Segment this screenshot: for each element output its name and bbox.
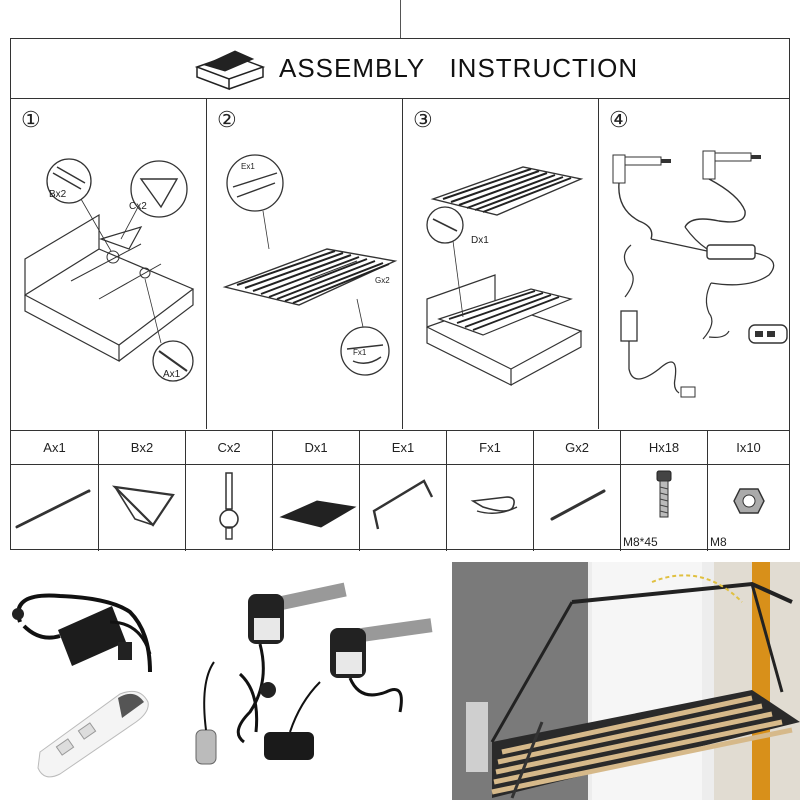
part-hx18: Hx18 M8*45 (620, 431, 707, 551)
part-bx2: Bx2 (98, 431, 185, 551)
part-ax1: Ax1 (11, 431, 98, 551)
step-3-label-d: Dx1 (471, 235, 489, 246)
gas-strut-rod-icon (15, 489, 91, 530)
part-dx1: Dx1 (272, 431, 359, 551)
part-ix10: Ix10 M8 (707, 431, 789, 551)
step-1-label-c: Cx2 (129, 201, 147, 212)
step-1: ① Bx2 Cx2 (11, 99, 206, 429)
bed-icon (194, 50, 266, 91)
part-label: Ex1 (360, 431, 446, 465)
step-1-label-b: Bx2 (49, 189, 67, 200)
step-2-label-g: Gx2 (375, 276, 390, 285)
nut-icon (733, 488, 765, 514)
u-handle-icon (372, 479, 434, 530)
control-box-photo (0, 562, 190, 800)
step-number: ④ (609, 107, 629, 132)
top-divider (400, 0, 401, 38)
step-1-bed-diagram: Bx2 Cx2 Ax1 (24, 158, 195, 382)
part-label: Hx18 (621, 431, 707, 465)
step-3: ③ Dx1 (402, 99, 598, 429)
sheet-header: ASSEMBLY INSTRUCTION (11, 39, 789, 99)
part-cx2: Cx2 (185, 431, 272, 551)
part-label: Cx2 (186, 431, 272, 465)
step-4-wiring-diagram (612, 150, 788, 398)
assembly-sheet: ASSEMBLY INSTRUCTION ① (10, 38, 790, 551)
slat-panel-icon (279, 500, 357, 528)
part-label: Ax1 (11, 431, 98, 465)
part-note: M8 (710, 535, 727, 549)
step-2: ② Ex1 Gx2 Fx1 (206, 99, 402, 429)
step-number: ① (21, 107, 41, 132)
part-label: Dx1 (273, 431, 359, 465)
parts-list: Ax1 Bx2 Cx2 Dx1 (11, 430, 789, 551)
part-label: Ix10 (708, 431, 789, 465)
lift-bracket-icon (111, 485, 175, 527)
step-3-frame-diagram: Dx1 (426, 166, 584, 386)
part-fx1: Fx1 (446, 431, 533, 551)
part-gx2: Gx2 (533, 431, 620, 551)
step-4: ④ (598, 99, 789, 429)
bolt-icon (656, 470, 672, 518)
part-label: Fx1 (447, 431, 533, 465)
step-2-frame-diagram: Ex1 Gx2 Fx1 (222, 154, 398, 376)
clip-icon (470, 496, 518, 514)
step-number: ② (217, 107, 237, 132)
bar-icon (550, 489, 606, 521)
assembly-steps: ① Bx2 Cx2 (11, 99, 789, 429)
page-title: ASSEMBLY INSTRUCTION (279, 53, 639, 83)
product-photos (0, 562, 800, 800)
actuator-photo (190, 562, 452, 800)
part-label: Gx2 (534, 431, 620, 465)
part-note: M8*45 (623, 535, 658, 549)
step-number: ③ (413, 107, 433, 132)
part-label: Bx2 (99, 431, 185, 465)
part-ex1: Ex1 (359, 431, 446, 551)
step-1-label-a: Ax1 (163, 369, 181, 380)
step-2-label-e: Ex1 (241, 162, 255, 171)
step-2-label-f: Fx1 (353, 348, 367, 357)
bed-frame-photo (452, 562, 800, 800)
gas-spring-icon (219, 472, 239, 540)
